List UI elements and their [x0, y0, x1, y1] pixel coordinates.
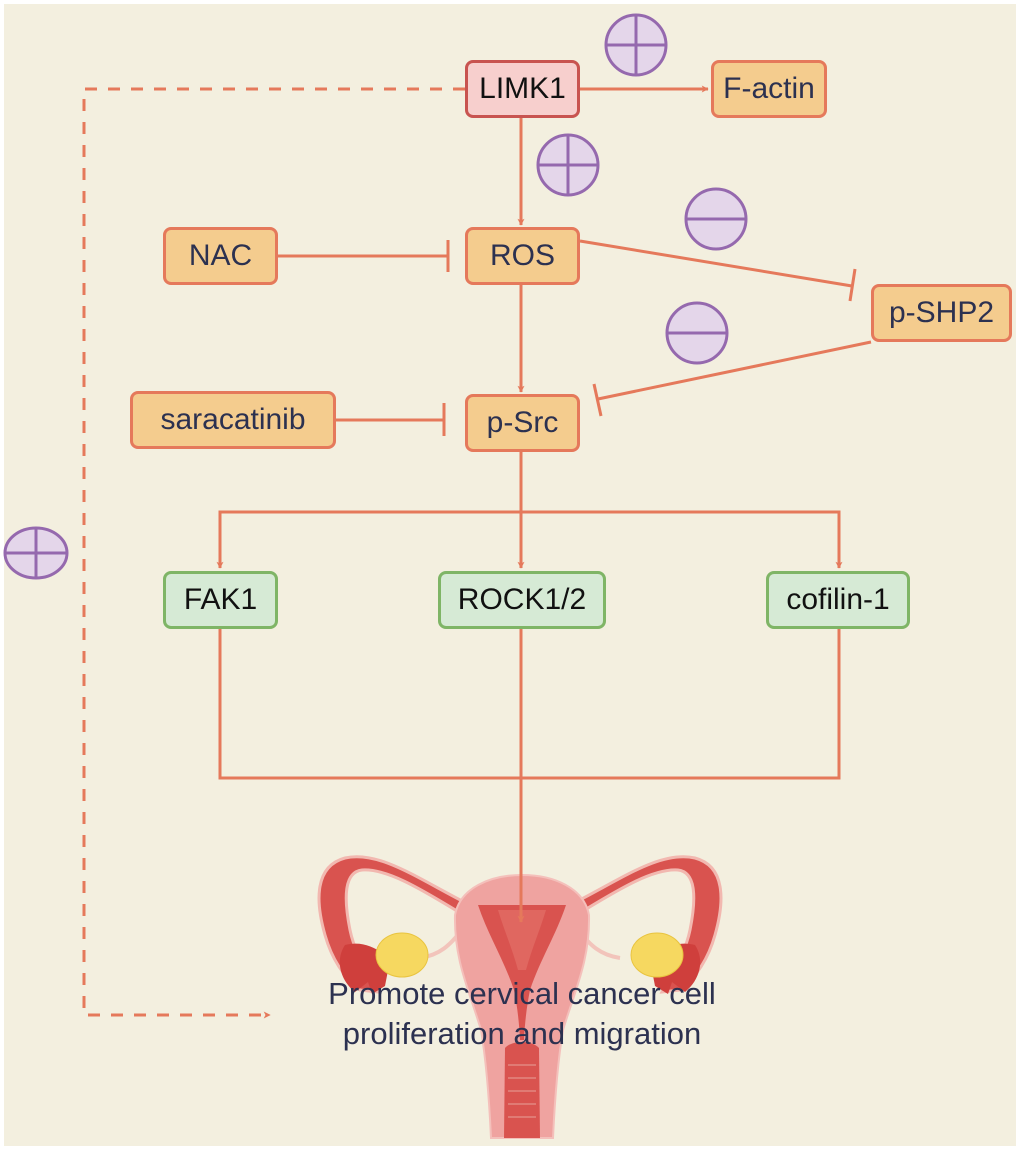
vaginal-rugae	[508, 1064, 536, 1118]
left-ovary	[375, 932, 429, 978]
node-label: ROCK1/2	[457, 583, 587, 616]
inhibition-bar-ros-pshp2	[848, 268, 857, 302]
node-pshp2: p-SHP2	[871, 284, 1012, 342]
endometrium	[498, 910, 546, 970]
node-nac: NAC	[163, 227, 278, 285]
node-limk1: LIMK1	[465, 60, 580, 118]
node-fak1: FAK1	[163, 571, 278, 629]
edge-limk1-dashed-to-outcome	[82, 87, 465, 1019]
node-psrc: p-Src	[465, 394, 580, 452]
node-saracatinib: saracatinib	[130, 391, 336, 449]
uterus-illustration	[317, 855, 723, 1139]
plus-sign-dashed-path	[3, 526, 69, 580]
edge-psrc-to-cofilin	[521, 510, 843, 569]
plus-sign-limk1-factin	[604, 13, 668, 77]
outcome-line-2: proliferation and migration	[342, 1016, 702, 1051]
node-label: NAC	[188, 239, 253, 272]
edge-pshp2-inhibits-psrc	[597, 340, 872, 401]
minus-sign-ros-pshp2	[684, 187, 748, 251]
uterine-cavity	[478, 905, 566, 1040]
inhibition-bar-pshp2-psrc	[592, 383, 603, 417]
node-cofilin: cofilin-1	[766, 571, 910, 629]
node-label: saracatinib	[160, 403, 306, 436]
node-label: F-actin	[723, 72, 815, 105]
node-label: LIMK1	[479, 72, 566, 105]
node-label: p-Src	[486, 406, 559, 439]
right-ovary	[630, 932, 684, 978]
edge-psrc-to-fak1	[216, 510, 521, 569]
plus-sign-limk1-ros	[536, 133, 600, 197]
node-factin: F-actin	[711, 60, 827, 118]
outcome-line-1: Promote cervical cancer cell	[328, 976, 716, 1011]
node-ros: ROS	[465, 227, 580, 285]
node-label: ROS	[489, 239, 555, 272]
node-rock: ROCK1/2	[438, 571, 606, 629]
edge-ros-inhibits-pshp2	[579, 239, 853, 288]
outcome-label: Promote cervical cancer cell proliferati…	[222, 974, 822, 1054]
node-label: p-SHP2	[888, 296, 995, 329]
edge-effectors-merge	[218, 629, 841, 780]
node-label: cofilin-1	[786, 583, 890, 616]
minus-sign-pshp2-psrc	[665, 301, 729, 365]
node-label: FAK1	[183, 583, 258, 616]
sign-markers	[3, 13, 748, 580]
